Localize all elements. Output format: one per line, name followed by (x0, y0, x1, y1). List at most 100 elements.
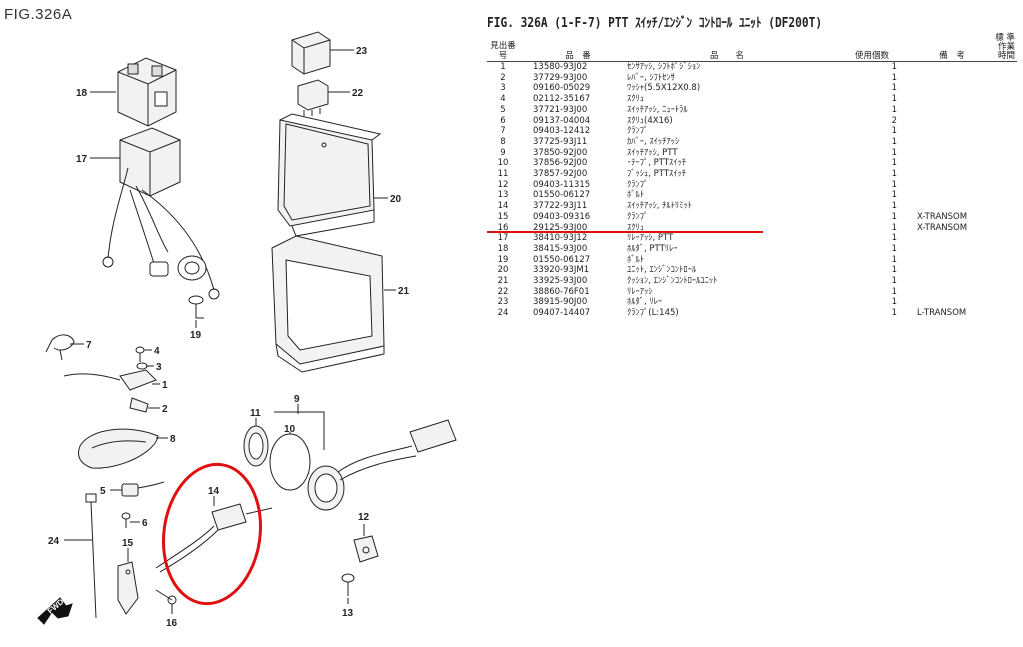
cell-name: ｸﾗﾝﾌﾟ (627, 211, 649, 222)
cell-qty: 1 (891, 104, 897, 115)
parts-list-panel: FIG. 326A (1-F-7) PTT ｽｲｯﾁ/ｴﾝｼﾞﾝ ｺﾝﾄﾛｰﾙ … (487, 12, 1017, 319)
part-8-switch-cover (78, 428, 159, 469)
highlight-underline (487, 231, 763, 233)
part-15-clamp (117, 561, 139, 615)
cell-remarks (915, 265, 989, 276)
cell-remarks (915, 94, 989, 105)
cell-std-time (989, 276, 1017, 287)
callout-6: 6 (142, 518, 148, 529)
cell-no: 8 (500, 136, 506, 147)
part-7-clamp (45, 334, 75, 361)
cell-std-time (989, 158, 1017, 169)
cell-no: 4 (500, 94, 506, 105)
cell-qty: 1 (891, 276, 897, 287)
part-1-shift-position-sensor (63, 346, 157, 413)
callout-16: 16 (166, 618, 178, 629)
cell-remarks (915, 276, 989, 287)
cell-remarks (915, 201, 989, 212)
cell-qty: 1 (891, 190, 897, 201)
cell-no: 19 (497, 254, 509, 265)
callout-1: 1 (162, 380, 168, 391)
cell-name: ｽｲｯﾁｱｯｼ, PTT (627, 147, 678, 158)
callout-11: 11 (250, 408, 261, 419)
cell-part: 37729-93J00 (533, 72, 588, 83)
cell-std-time (989, 105, 1017, 116)
cell-no: 12 (497, 179, 509, 190)
callout-18: 18 (76, 88, 88, 99)
figure-label: FIG.326A (4, 6, 73, 23)
cell-remarks (915, 180, 989, 191)
cell-part: 09403-12412 (533, 126, 591, 137)
cell-remarks (915, 62, 989, 73)
cell-qty: 1 (891, 265, 897, 276)
cell-no: 3 (500, 83, 506, 94)
cell-part: 37725-93J11 (533, 136, 588, 147)
cell-remarks (915, 73, 989, 84)
callout-21: 21 (398, 286, 410, 297)
part-24-cable-tie (85, 493, 97, 619)
cell-part: 09403-11315 (533, 179, 591, 190)
cell-qty: 1 (891, 136, 897, 147)
cell-std-time (989, 180, 1017, 191)
cell-part: 37850-92J00 (533, 147, 588, 158)
cell-part: 37722-93J11 (533, 201, 588, 212)
cell-remarks (915, 137, 989, 148)
cell-part: 38915-90J00 (533, 297, 588, 308)
cell-std-time (989, 297, 1017, 308)
cell-no: 11 (497, 169, 509, 180)
callout-20: 20 (390, 194, 402, 205)
callout-3: 3 (156, 362, 162, 373)
cell-std-time (989, 116, 1017, 127)
cell-qty: 1 (891, 158, 897, 169)
part-13-bolt (341, 573, 355, 596)
cell-name: ﾎﾞﾙﾄ (627, 190, 645, 201)
cell-name: ｽｲｯﾁｱｯｼ, ﾁﾙﾄﾘﾐｯﾄ (627, 201, 692, 212)
cell-no: 5 (500, 104, 506, 115)
cell-name: ｸﾗﾝﾌﾟ(L:145) (627, 308, 679, 319)
cell-no: 2 (500, 72, 506, 83)
part-6-screw (121, 512, 131, 528)
cell-name: ｾﾝｻｱｯｼ, ｼﾌﾄﾎﾟｼﾞｼｮﾝ (627, 62, 701, 72)
header-std-time: 標 準 作業時間 (989, 34, 1017, 62)
callout-13: 13 (342, 608, 354, 619)
part-16-screw (155, 589, 177, 605)
cell-std-time (989, 233, 1017, 244)
cell-qty: 1 (891, 62, 897, 72)
cell-std-time (989, 223, 1017, 234)
cell-remarks (915, 244, 989, 255)
cell-name: ｸﾗﾝﾌﾟ (627, 126, 649, 137)
cell-remarks (915, 297, 989, 308)
cell-name: ﾎﾙﾀﾞ, ﾘﾚｰ (627, 297, 663, 308)
cell-remarks (915, 158, 989, 169)
cell-part: 33920-93JM1 (533, 265, 590, 276)
callout-23: 23 (356, 46, 368, 57)
callout-9: 9 (294, 394, 300, 405)
cell-remarks (915, 148, 989, 159)
cell-std-time (989, 148, 1017, 159)
cell-no: 6 (500, 115, 506, 126)
cell-remarks (915, 190, 989, 201)
cell-remarks: X-TRANSOM (917, 211, 968, 222)
cell-no: 21 (497, 276, 509, 287)
cell-name: ﾎﾙﾀﾞ, PTTﾘﾚｰ (627, 243, 678, 254)
header-name: 品 名 (625, 34, 829, 62)
cell-qty: 1 (891, 254, 897, 265)
cell-name: ﾎﾞﾙﾄ (627, 254, 645, 265)
cell-qty: 1 (891, 169, 897, 180)
cell-part: 38415-93J00 (533, 243, 588, 254)
cell-no: 24 (497, 308, 509, 319)
cell-part: 09160-05029 (533, 83, 591, 94)
part-12-clamp (353, 535, 379, 563)
callout-17: 17 (76, 154, 88, 165)
cell-qty: 1 (891, 297, 897, 308)
